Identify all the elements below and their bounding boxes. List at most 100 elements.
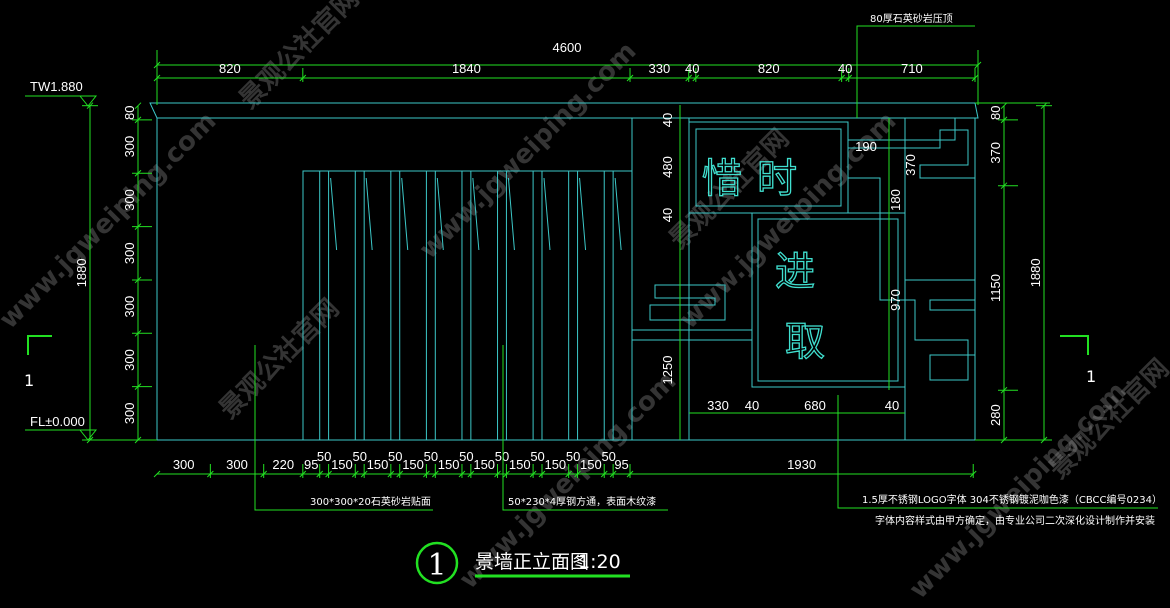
dim-tick [1000,102,1008,110]
steel-tube-shadow [436,177,444,251]
dim-label: 50 [388,449,402,464]
steel-tube-shadow [614,177,622,251]
dim-label: 80 [988,106,1003,120]
logo-lettering: 惜 时 进 取 [701,155,825,365]
dim-label: 190 [855,139,877,154]
dim-label: 50 [352,449,366,464]
dim-label-total: 1880 [74,258,89,287]
leader-coping [856,25,975,118]
dim-label: 680 [804,398,826,413]
dim-label: 300 [226,457,248,472]
leader-steel [502,345,668,511]
dim-label: 150 [367,457,389,472]
dim-label: 40 [838,61,852,76]
dim-label: 150 [331,457,353,472]
dim-label: 970 [888,289,903,311]
dim-label: 330 [707,398,729,413]
dim-label: 95 [614,457,628,472]
logo-char: 取 [785,319,825,365]
dim-label: 50 [424,449,438,464]
section-mark-right-label: 1 [1086,367,1096,386]
dim-label: 150 [438,457,460,472]
logo-char: 时 [757,156,797,202]
dim-label: 50 [317,449,331,464]
title-text: 景墙正立面图 [475,551,589,573]
dim-tick [153,470,161,478]
watermark: 景观公社官网 [1043,353,1170,485]
elevation-floor-label: FL±0.000 [30,414,85,429]
leader-cladding [254,345,433,511]
watermark: 景观公社官网 [233,0,365,115]
steel-tube-shadow [472,177,480,251]
sign-dimensions [679,105,905,440]
section-mark-left-label: 1 [24,371,34,390]
dim-label: 40 [885,398,899,413]
dim-label: 50 [601,449,615,464]
dim-label: 1250 [660,356,675,385]
dim-label: 300 [122,402,137,424]
dim-label: 180 [888,189,903,211]
title-scale: 1:20 [578,551,621,573]
annotation-logo: 1.5厚不锈钢LOGO字体 304不锈钢镀泥咖色漆（CBCC编号0234） [862,493,1162,506]
watermark: 景观公社官网 [213,293,345,425]
dim-label: 50 [495,449,509,464]
sign-box-inner [695,128,842,207]
dim-label: 300 [173,457,195,472]
section-mark-right [1060,335,1089,355]
dim-label: 150 [509,457,531,472]
dim-label: 95 [304,457,318,472]
dim-label: 1930 [787,457,816,472]
dim-label: 150 [402,457,424,472]
dim-label: 300 [122,296,137,318]
dim-label-total: 1880 [1028,258,1043,287]
drawing-title: 1 景墙正立面图 1:20 [415,541,630,585]
title-number-circle [415,541,459,585]
logo-char: 进 [775,249,815,295]
dim-label: 370 [903,154,918,176]
dim-label: 1840 [452,61,481,76]
dim-label: 1150 [988,274,1003,302]
elevation-top-label: TW1.880 [30,79,83,94]
section-mark-left [27,335,52,355]
dim-label: 280 [988,404,1003,426]
dim-label: 40 [745,398,759,413]
dim-label: 300 [122,189,137,211]
elevation-marker-top: TW1.880 [25,79,98,107]
dim-label: 710 [901,61,923,76]
steel-tube-shadow [543,177,551,251]
annotation-logo-2: 字体内容样式由甲方确定，由专业公司二次深化设计制作并安装 [875,514,1155,527]
dim-label: 300 [122,242,137,264]
logo-char: 惜 [702,156,742,202]
dim-label: 40 [660,208,675,222]
title-number: 1 [427,548,446,583]
dim-label: 330 [649,61,671,76]
dim-tick [153,74,161,82]
dim-label: 40 [660,113,675,127]
steel-tube-shadow [330,177,338,251]
wall-elevation: 惜 时 进 取 [149,102,979,441]
dim-label: 50 [566,449,580,464]
steel-tube-shadow [401,177,409,251]
annotation-coping: 80厚石英砂岩压顶 [870,12,953,25]
steel-tubes [319,171,622,440]
steel-tube-shadow [507,177,515,251]
annotation-steel: 50*230*4厚钢方通，表面木纹漆 [508,495,656,508]
dim-label: 150 [580,457,602,472]
watermark: www.jgweiping.com [414,36,643,265]
dim-label: 50 [459,449,473,464]
watermark: www.jgweiping.com [0,106,222,335]
elevation-marker-floor: FL±0.000 [25,414,157,441]
dim-label: 40 [685,61,699,76]
dim-label: 300 [122,349,137,371]
dim-label: 150 [544,457,566,472]
dim-label: 820 [219,61,241,76]
dim-label: 150 [473,457,495,472]
dim-label: 50 [530,449,544,464]
leader-logo [837,395,1158,509]
dim-label: 820 [758,61,780,76]
annotation-cladding: 300*300*20石英砂岩贴面 [310,495,431,508]
coping-stone [149,102,979,119]
dim-overall-width: 4600 [553,40,582,55]
dim-label: 220 [272,457,294,472]
